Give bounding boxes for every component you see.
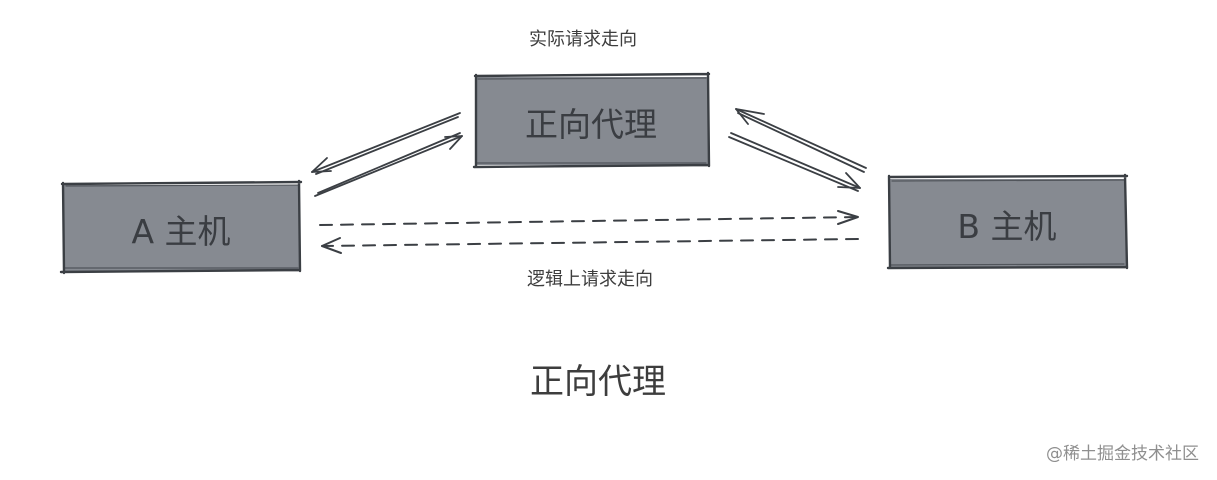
proxy-node: 正向代理 [472,71,711,169]
arrow-a-to-proxy [314,132,463,197]
host-b-node: B 主机 [886,173,1129,270]
site-watermark: @稀土掘金技术社区 [1046,444,1199,464]
proxy-label: 正向代理 [525,105,657,144]
arrow-b-to-proxy [735,108,867,173]
host-a-node: A 主机 [59,179,303,275]
diagram-title: 正向代理 [530,362,666,402]
dashed-arrow-a-to-b [319,210,859,226]
logical-request-caption: 逻辑上请求走向 [527,269,653,290]
actual-request-caption: 实际请求走向 [529,29,637,50]
arrow-proxy-to-b [728,132,861,192]
host-a-label: A 主机 [131,212,230,251]
host-b-label: B 主机 [957,207,1056,246]
dashed-arrow-b-to-a [321,237,859,254]
arrow-proxy-to-a [311,112,461,175]
